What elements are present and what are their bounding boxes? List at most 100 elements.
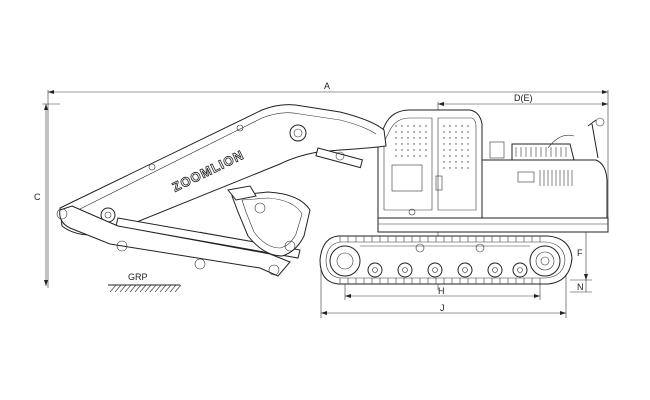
ground-hatch-line xyxy=(109,284,117,293)
window-tint-dot xyxy=(419,131,421,133)
track-roller-hub xyxy=(492,267,498,273)
window-tint-dot xyxy=(455,161,457,163)
window-tint-dot xyxy=(455,137,457,139)
window-tint-dot xyxy=(443,161,445,163)
window-tint-dot xyxy=(425,131,427,133)
track-roller xyxy=(512,262,528,278)
track-roller-hub xyxy=(402,267,408,273)
ground-hatch-line xyxy=(159,284,167,293)
window-tint-dot xyxy=(407,149,409,151)
window-tint-dot xyxy=(449,143,451,145)
track-roller xyxy=(457,262,473,278)
window-tint-dot xyxy=(419,149,421,151)
carrier-roller xyxy=(475,243,485,253)
window-tint-dot xyxy=(395,137,397,139)
ground-label: GRP xyxy=(128,272,148,282)
window-tint-dot xyxy=(407,155,409,157)
window-tint-dot xyxy=(413,131,415,133)
window-tint-dot xyxy=(449,137,451,139)
track-roller xyxy=(397,262,413,278)
window-tint-dot xyxy=(419,125,421,127)
window-tint-dot xyxy=(443,125,445,127)
window-tint-dot xyxy=(461,155,463,157)
ground-hatch-line xyxy=(174,284,182,293)
ground-reference: GRP xyxy=(108,272,182,293)
window-tint-dot xyxy=(467,137,469,139)
dim-label-j: J xyxy=(440,303,445,313)
window-tint-dot xyxy=(467,161,469,163)
upper-structure xyxy=(377,109,609,233)
window-tint-dot xyxy=(449,125,451,127)
ground-hatch-line xyxy=(164,284,172,293)
window-tint-dot xyxy=(449,149,451,151)
carrier-roller xyxy=(415,243,425,253)
operator-cab xyxy=(377,109,483,219)
window-tint-dot xyxy=(461,149,463,151)
track-roller-hub xyxy=(462,267,468,273)
window-tint-dot xyxy=(461,125,463,127)
bucket xyxy=(227,185,311,257)
window-tint-dot xyxy=(455,131,457,133)
window-tint-dot xyxy=(455,125,457,127)
window-tint-dot xyxy=(443,167,445,169)
ground-hatch-line xyxy=(119,284,127,293)
track-undercarriage xyxy=(319,235,573,285)
window-tint-dot xyxy=(401,131,403,133)
window-tint-dot xyxy=(455,149,457,151)
engine-housing xyxy=(477,159,608,219)
window-tint-dot xyxy=(461,143,463,145)
window-tint-dot xyxy=(395,149,397,151)
window-tint-dot xyxy=(449,167,451,169)
window-tint-dot xyxy=(461,161,463,163)
window-tint-dot xyxy=(455,155,457,157)
window-tint-dot xyxy=(395,155,397,157)
window-tint-dot xyxy=(413,125,415,127)
boom-arm: ZOOMLION xyxy=(56,104,387,277)
boom-pivot xyxy=(289,124,307,142)
window-tint-dot xyxy=(467,131,469,133)
window-tint-dot xyxy=(407,125,409,127)
ground-hatch-line xyxy=(124,284,132,293)
window-tint-dot xyxy=(455,167,457,169)
track-roller xyxy=(367,262,383,278)
track-roller-hub xyxy=(372,267,378,273)
window-tint-dot xyxy=(419,143,421,145)
window-tint-dot xyxy=(467,149,469,151)
window-tint-dot xyxy=(419,137,421,139)
window-tint-dot xyxy=(449,131,451,133)
track-roller xyxy=(427,262,443,278)
window-tint-dot xyxy=(467,155,469,157)
track-roller xyxy=(487,262,503,278)
window-tint-dot xyxy=(401,137,403,139)
window-tint-dot xyxy=(407,143,409,145)
window-tint-dot xyxy=(455,143,457,145)
dim-label-c: C xyxy=(34,192,41,202)
dim-label-f: F xyxy=(577,248,583,258)
window-tint-dot xyxy=(467,143,469,145)
window-tint-dot xyxy=(425,125,427,127)
window-tint-dot xyxy=(443,143,445,145)
dim-label-de: D(E) xyxy=(514,93,533,103)
window-tint-dot xyxy=(449,155,451,157)
window-tint-dot xyxy=(425,137,427,139)
window-tint-dot xyxy=(461,167,463,169)
window-tint-dot xyxy=(467,125,469,127)
window-tint-dot xyxy=(395,125,397,127)
dim-label-h: H xyxy=(438,286,445,296)
window-tint-dot xyxy=(461,131,463,133)
window-tint-dot xyxy=(401,143,403,145)
window-tint-dot xyxy=(413,149,415,151)
window-tint-dot xyxy=(443,149,445,151)
ground-hatch-line xyxy=(114,284,122,293)
ground-hatch-line xyxy=(144,284,152,293)
window-tint-dot xyxy=(461,137,463,139)
track-roller-hub xyxy=(517,267,523,273)
window-tint-dot xyxy=(443,131,445,133)
dim-label-n: N xyxy=(577,282,584,292)
window-tint-dot xyxy=(449,161,451,163)
ground-hatch-line xyxy=(129,284,137,293)
ground-hatch-line xyxy=(169,284,177,293)
window-tint-dot xyxy=(395,143,397,145)
ground-hatch-line xyxy=(134,284,142,293)
